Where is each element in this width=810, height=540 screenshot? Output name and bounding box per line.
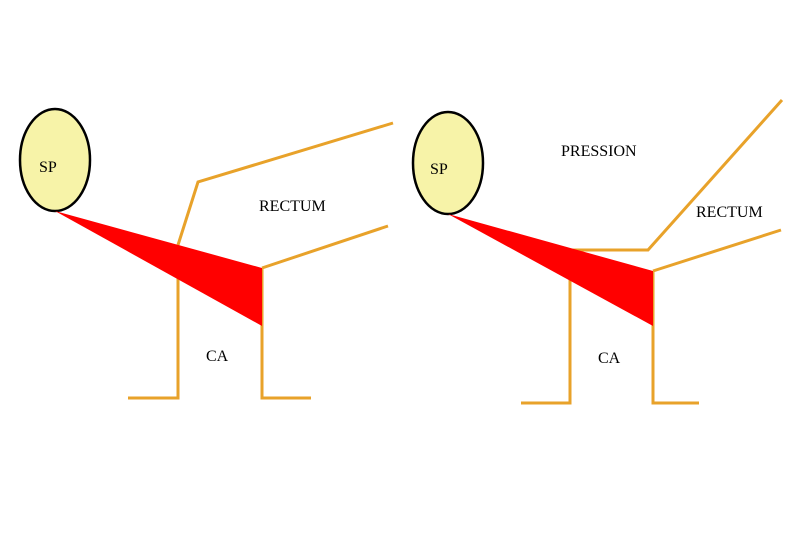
- left-rectum-upper-wall: [176, 121, 394, 246]
- left-ca-label: CA: [206, 348, 229, 365]
- right-pression-label: PRESSION: [561, 143, 637, 160]
- right-puborectalis-muscle: [448, 214, 653, 326]
- left-sp-label: SP: [39, 159, 57, 176]
- left-rectum-lower-wall: [261, 224, 389, 270]
- left-panel: SP RECTUM CA: [18, 107, 394, 400]
- left-rectum-label: RECTUM: [259, 198, 326, 215]
- right-rectum-lower-wall: [652, 228, 782, 273]
- right-sp-label: SP: [430, 161, 448, 178]
- right-panel: SP PRESSION RECTUM CA: [411, 99, 784, 405]
- right-anal-canal-left-wall: [521, 250, 572, 405]
- right-pubic-bone: [411, 110, 485, 216]
- left-anal-canal-left-wall: [128, 245, 180, 400]
- left-anal-canal-right-wall: [260, 268, 311, 400]
- right-anal-canal-right-wall: [651, 271, 699, 405]
- right-ca-label: CA: [598, 350, 621, 367]
- left-puborectalis-muscle: [55, 211, 262, 326]
- right-rectum-upper-wall: [570, 99, 784, 252]
- right-rectum-label: RECTUM: [696, 204, 763, 221]
